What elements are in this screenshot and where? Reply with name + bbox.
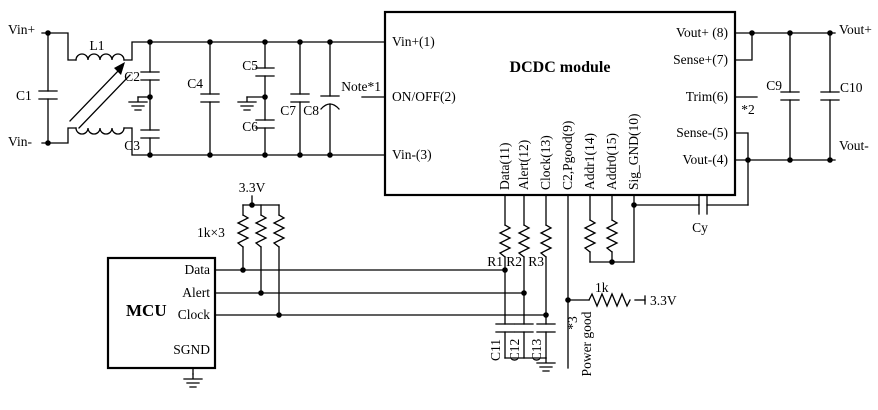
module-pin-siggnd: Sig_GND(10) — [626, 114, 641, 191]
vin-plus-terminal-label: Vin+ — [8, 22, 35, 37]
circuit-geometry — [38, 10, 840, 388]
cy-label: Cy — [692, 220, 708, 235]
module-pin-addr0: Addr0(15) — [604, 133, 619, 190]
module-pin-onoff: ON/OFF(2) — [392, 89, 456, 104]
module-pin-vout-minus: Vout-(4) — [683, 152, 729, 167]
pgood-resistor-label: 1k — [595, 280, 609, 295]
addr0-resistor — [605, 219, 619, 253]
c2-c3-capacitors — [137, 41, 160, 156]
junction-dots — [45, 30, 833, 318]
c4-capacitor — [200, 41, 220, 156]
c10-label: C10 — [840, 80, 863, 95]
note1-label: Note*1 — [341, 79, 381, 94]
l1-label: L1 — [90, 38, 105, 53]
module-pin-addr1: Addr1(14) — [582, 133, 597, 190]
module-pin-sense-plus: Sense+(7) — [673, 52, 728, 67]
ground-icon — [128, 96, 148, 111]
addr1-resistor — [583, 219, 597, 253]
pgood-pullup-resistor — [588, 292, 631, 308]
c2-label: C2 — [124, 69, 140, 84]
mcu-pin-clock: Clock — [178, 307, 210, 322]
module-pin-vin-minus: Vin-(3) — [392, 147, 432, 162]
mcu-title: MCU — [126, 301, 167, 320]
r3-resistor — [539, 224, 553, 258]
c11-label: C11 — [488, 339, 503, 361]
cy-capacitor — [633, 159, 749, 215]
module-pin-alert: Alert(12) — [516, 140, 531, 190]
r2-label: R2 — [506, 254, 522, 269]
core-arrow-icon — [114, 62, 125, 75]
power-good-label: Power good — [579, 311, 594, 376]
r3-label: R3 — [528, 254, 544, 269]
c8-capacitor — [320, 41, 340, 156]
c4-label: C4 — [187, 76, 203, 91]
pullup-value-label: 1k×3 — [197, 225, 225, 240]
c8-label: C8 — [303, 103, 319, 118]
module-pin-vin-plus: Vin+(1) — [392, 34, 435, 49]
labels: Vin+ Vin- Vout+ Vout- L1 C1 C2 C3 C4 C5 … — [8, 22, 872, 376]
c10-capacitor — [820, 32, 840, 161]
mcu-box — [106, 256, 217, 370]
dcdc-module-title: DCDC module — [510, 59, 611, 76]
ground-icon — [237, 96, 257, 111]
c9-capacitor — [780, 32, 800, 161]
vin-minus-terminal-label: Vin- — [8, 134, 32, 149]
module-pin-data: Data(11) — [497, 143, 512, 190]
mcu-pin-alert: Alert — [182, 285, 210, 300]
c7-label: C7 — [280, 103, 296, 118]
c12-capacitor — [514, 323, 534, 333]
pullup-supply-label: 3.3V — [239, 180, 266, 195]
module-pin-sense-minus: Sense-(5) — [676, 125, 728, 140]
c6-label: C6 — [242, 119, 258, 134]
c9-label: C9 — [766, 78, 782, 93]
c7-capacitor — [290, 41, 310, 156]
r1-label: R1 — [487, 254, 503, 269]
pgood-supply-label: 3.3V — [650, 293, 677, 308]
c11-capacitor — [495, 323, 515, 333]
mcu-pin-sgnd: SGND — [173, 342, 210, 357]
c1-capacitor — [38, 32, 58, 144]
note3-label: *3 — [565, 316, 580, 330]
mcu-pin-data: Data — [185, 262, 210, 277]
c1-label: C1 — [16, 88, 32, 103]
r2-resistor — [517, 224, 531, 258]
c13-capacitor — [536, 323, 556, 333]
c5-label: C5 — [242, 58, 258, 73]
note2-label: *2 — [741, 102, 755, 117]
c13-label: C13 — [529, 339, 544, 362]
pullup-resistors — [236, 214, 286, 248]
c12-label: C12 — [507, 339, 522, 362]
vout-plus-terminal-label: Vout+ — [839, 22, 872, 37]
module-pin-vout-plus: Vout+ (8) — [676, 25, 728, 40]
module-pin-clock: Clock(13) — [538, 135, 553, 190]
ground-icon — [183, 373, 203, 388]
module-pin-trim: Trim(6) — [686, 89, 728, 104]
c3-label: C3 — [124, 138, 140, 153]
module-pin-pgood: C2,Pgood(9) — [560, 121, 575, 190]
r1-resistor — [498, 224, 512, 258]
wires — [41, 32, 836, 375]
l1-inductor — [69, 53, 131, 135]
dcdc-module-box — [383, 10, 737, 197]
vout-minus-terminal-label: Vout- — [839, 138, 869, 153]
